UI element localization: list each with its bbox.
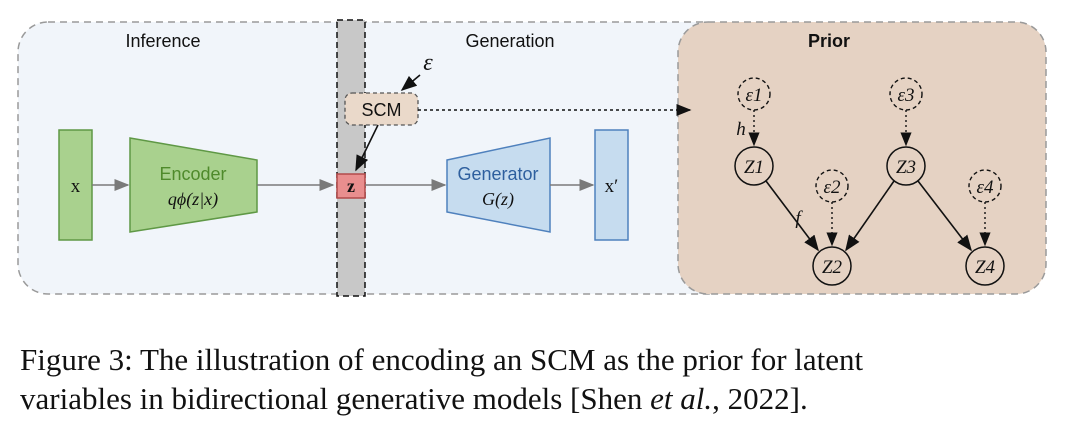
encoder-trapezoid <box>129 137 258 233</box>
latent-node-z2: Z2 <box>812 246 852 286</box>
generation-title: Generation <box>465 31 554 51</box>
latent-label-z2: Z2 <box>822 257 843 278</box>
output-xprime-box <box>594 129 629 241</box>
input-x-label: x <box>71 176 81 197</box>
inference-generation-panel <box>17 21 737 295</box>
latent-column <box>336 19 366 297</box>
edge-z1-z2 <box>765 180 819 252</box>
edge-z3-z2 <box>845 180 895 252</box>
caption-line-1: Figure 3: The illustration of encoding a… <box>20 342 864 377</box>
generator-formula: G(z) <box>482 189 514 210</box>
latent-z-box <box>336 173 366 199</box>
noise-label-eps1: ε1 <box>746 85 763 106</box>
arrow-epsilon-to-scm <box>400 74 421 92</box>
encoder-title: Encoder <box>159 164 226 184</box>
figure-caption: Figure 3: The illustration of encoding a… <box>20 340 1070 418</box>
latent-label-z1: Z1 <box>744 157 764 178</box>
caption-line-2-end: , 2022]. <box>712 381 808 416</box>
output-xprime-label: x′ <box>605 176 619 197</box>
caption-line-2: variables in bidirectional generative mo… <box>20 379 1070 418</box>
latent-node-z1: Z1 <box>734 146 774 186</box>
latent-label-z3: Z3 <box>896 157 916 178</box>
edge-label-f: f <box>795 208 803 229</box>
caption-line-2-italic: et al. <box>650 381 713 416</box>
arrow-scm-to-z <box>355 124 379 172</box>
prior-title: Prior <box>808 31 850 51</box>
latent-node-z4: Z4 <box>965 246 1005 286</box>
encoder-formula: qϕ(z|x) <box>168 189 218 210</box>
latent-label-z4: Z4 <box>975 257 996 278</box>
caption-line-2-start: variables in bidirectional generative mo… <box>20 381 651 416</box>
noise-label-eps3: ε3 <box>898 85 915 106</box>
latent-node-z3: Z3 <box>886 146 926 186</box>
epsilon-label: ε <box>423 50 433 76</box>
generator-trapezoid <box>446 137 551 233</box>
inference-title: Inference <box>125 31 200 51</box>
latent-z-label: z <box>347 176 355 196</box>
scm-box <box>344 92 419 126</box>
generator-title: Generator <box>457 164 538 184</box>
scm-label: SCM <box>362 100 402 120</box>
noise-label-eps2: ε2 <box>824 177 841 198</box>
edge-z3-z4 <box>917 180 972 252</box>
prior-panel <box>677 21 1047 295</box>
input-x-box <box>58 129 93 241</box>
noise-label-eps4: ε4 <box>977 177 994 198</box>
edge-label-h: h <box>736 119 746 140</box>
